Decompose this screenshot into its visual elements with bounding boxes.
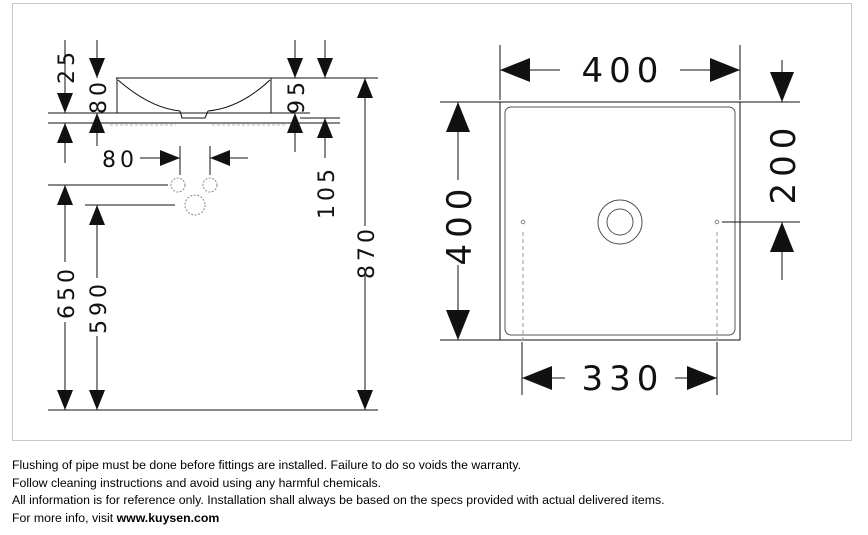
website-link[interactable]: www.kuysen.com [116,510,220,525]
dim-depth-400: 400 [440,183,480,266]
dim-95: 95 [285,78,310,114]
arrowhead-icon [317,118,333,138]
arrowhead-icon [500,58,530,82]
arrowhead-icon [89,113,105,133]
arrowhead-icon [687,366,717,390]
arrowhead-icon [57,123,73,143]
arrowhead-icon [317,58,333,78]
pipe-connections [170,177,218,216]
dim-80-horizontal: 80 [102,148,138,173]
arrowhead-icon [770,72,794,102]
arrowhead-icon [89,205,105,225]
arrowhead-icon [446,310,470,340]
arrowhead-icon [446,102,470,132]
top-dimension-lines [440,45,800,395]
arrowhead-icon [522,366,552,390]
dim-330: 330 [582,359,665,399]
arrowhead-icon [57,185,73,205]
note-cleaning: Follow cleaning instructions and avoid u… [12,475,382,490]
arrowhead-icon [357,78,373,98]
dim-650: 650 [55,265,80,319]
arrowhead-icon [770,222,794,252]
dim-590: 590 [87,280,112,334]
notes: Flushing of pipe must be done before fit… [12,457,665,527]
arrowhead-icon [287,113,303,133]
dim-80-vertical: 80 [87,78,112,114]
technical-drawing: 25 80 95 105 870 80 650 590 400 400 200 … [48,40,804,411]
arrowhead-icon [57,93,73,113]
note-more-info: For more info, visit www.kuysen.com [12,510,665,528]
dim-width-400: 400 [582,51,665,91]
dim-870: 870 [355,225,380,279]
note-flushing: Flushing of pipe must be done before fit… [12,458,522,472]
arrowhead-icon [357,390,373,410]
arrowhead-icon [160,150,180,166]
note-reference: All information is for reference only. I… [12,493,665,508]
arrowhead-icon [287,58,303,78]
arrowhead-icon [89,390,105,410]
arrowhead-icon [710,58,740,82]
arrowhead-icon [57,390,73,410]
dim-200: 200 [764,122,804,205]
more-info-label: For more info, visit [12,510,117,525]
dimension-arrows [57,58,794,410]
arrowhead-icon [210,150,230,166]
basin-top-view [499,101,741,341]
dim-105: 105 [315,165,340,219]
dim-25: 25 [55,48,80,84]
arrowhead-icon [89,58,105,78]
drawing-frame [12,3,852,441]
